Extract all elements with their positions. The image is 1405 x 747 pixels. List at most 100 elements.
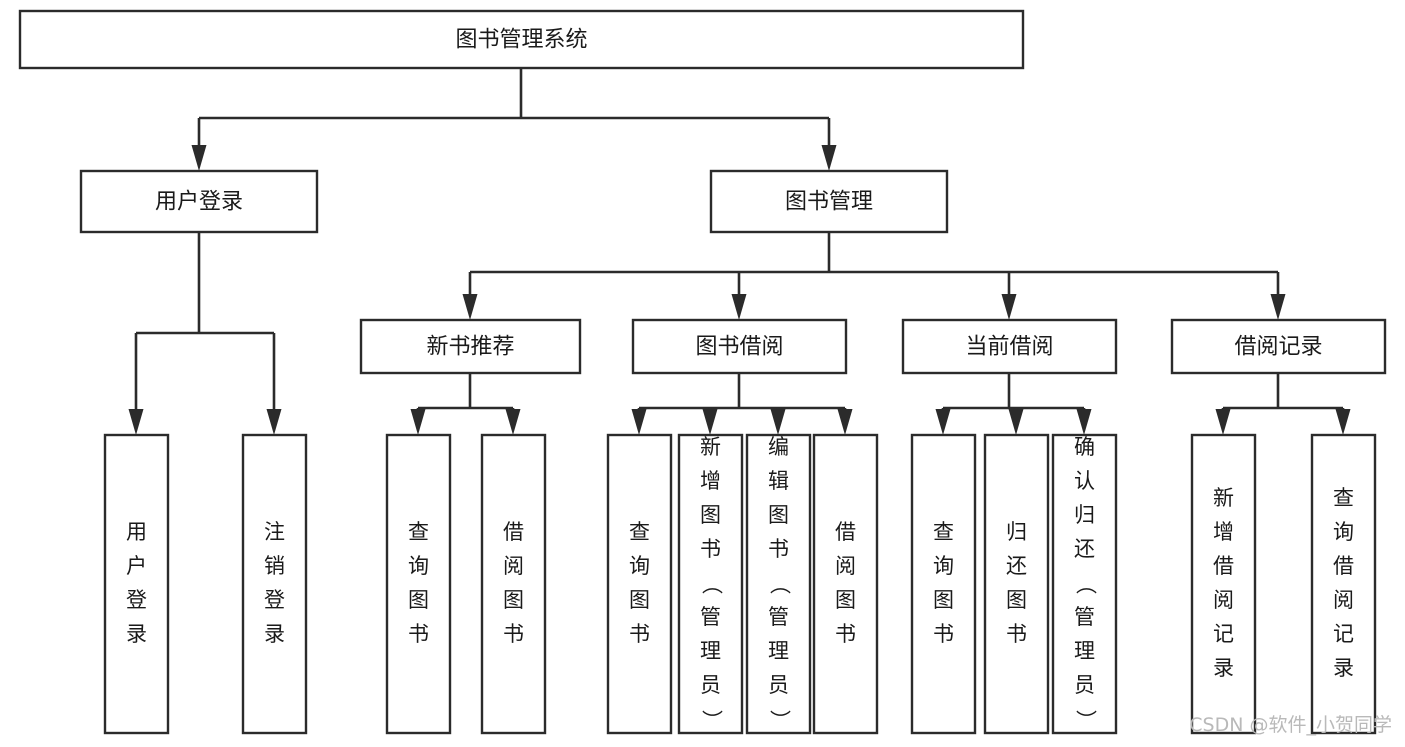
node-box-fn-cur-query-book[interactable]: [910, 433, 977, 735]
arrow-head-icon: [1215, 409, 1231, 435]
glyph: 借: [835, 520, 856, 544]
arrow-head-icon: [191, 145, 207, 171]
node-box-fn-user-logout[interactable]: [241, 433, 308, 735]
glyph: 图: [1006, 588, 1027, 612]
glyph: 理: [768, 639, 789, 663]
glyph: 书: [768, 537, 789, 561]
glyph: 阅: [503, 554, 524, 578]
glyph: 辑: [768, 469, 789, 493]
node-box-fn-user-login[interactable]: [103, 433, 170, 735]
node-label-new-book-rec: 新书推荐: [426, 335, 514, 360]
glyph: 阅: [835, 554, 856, 578]
arrow-head-icon: [821, 145, 837, 171]
node-box-fn-cur-return-book[interactable]: [983, 433, 1050, 735]
node-box-fn-cur-confirm-return[interactable]: [1051, 433, 1118, 735]
glyph: 归: [1074, 503, 1095, 527]
node-box-fn-rec-query-book[interactable]: [385, 433, 452, 735]
glyph: 录: [126, 622, 147, 646]
arrow-head-icon: [1270, 294, 1286, 320]
glyph: 员: [1074, 673, 1095, 697]
arrow-head-icon: [631, 409, 647, 435]
glyph: 图: [933, 588, 954, 612]
glyph: 员: [700, 673, 721, 697]
watermark-layer: CSDN @软件_小贺同学: [1189, 714, 1392, 736]
glyph: 记: [1333, 622, 1354, 646]
node-book-manage[interactable]: 图书管理: [709, 169, 949, 234]
node-box-fn-rec-borrow-book[interactable]: [480, 433, 547, 735]
node-user-login[interactable]: 用户登录: [79, 169, 319, 234]
connector-conn-borrowrecord-to-fns: [1215, 373, 1351, 435]
node-fn-user-login[interactable]: 用户登录: [103, 433, 170, 735]
node-book-borrow[interactable]: 图书借阅: [631, 318, 848, 375]
glyph: 书: [835, 622, 856, 646]
arrow-head-icon: [1335, 409, 1351, 435]
glyph: 销: [264, 554, 285, 578]
node-box-book-borrow[interactable]: [631, 318, 848, 375]
arrow-head-icon: [462, 294, 478, 320]
node-box-current-borrow[interactable]: [901, 318, 1118, 375]
arrow-head-icon: [1001, 294, 1017, 320]
node-box-fn-rec-query-record[interactable]: [1310, 433, 1377, 735]
node-borrow-record[interactable]: 借阅记录: [1170, 318, 1387, 375]
arrow-head-icon: [702, 409, 718, 435]
connector-conn-newbookrec-to-fns: [410, 373, 521, 435]
glyph: 管: [700, 605, 721, 629]
node-box-user-login[interactable]: [79, 169, 319, 234]
glyph: 录: [1213, 656, 1234, 680]
node-label-user-login: 用户登录: [155, 190, 243, 215]
node-new-book-rec[interactable]: 新书推荐: [359, 318, 582, 375]
connector-conn-bookborrow-to-fns: [631, 373, 853, 435]
node-label-fn-user-login: 用户登录: [126, 520, 147, 646]
glyph: 查: [1333, 486, 1354, 510]
node-box-fn-rec-add-record[interactable]: [1190, 433, 1257, 735]
arrow-head-icon: [731, 294, 747, 320]
csdn-watermark: CSDN @软件_小贺同学: [1189, 714, 1392, 736]
glyph: 增: [1213, 520, 1234, 544]
node-box-fn-borrow-edit-book[interactable]: [745, 433, 812, 735]
node-box-new-book-rec[interactable]: [359, 318, 582, 375]
glyph: 询: [408, 554, 429, 578]
glyph: 员: [768, 673, 789, 697]
node-box-borrow-record[interactable]: [1170, 318, 1387, 375]
arrow-head-icon: [935, 409, 951, 435]
node-box-fn-borrow-add-book[interactable]: [677, 433, 744, 735]
node-box-root[interactable]: [18, 9, 1025, 70]
node-current-borrow[interactable]: 当前借阅: [901, 318, 1118, 375]
node-box-fn-borrow-query-book[interactable]: [606, 433, 673, 735]
node-box-fn-borrow-borrow-book[interactable]: [812, 433, 879, 735]
node-root[interactable]: 图书管理系统: [18, 9, 1025, 70]
glyph: 借: [1333, 554, 1354, 578]
glyph: （: [1074, 574, 1098, 595]
glyph: 归: [1006, 520, 1027, 544]
glyph: ）: [768, 710, 792, 731]
node-label-borrow-record: 借阅记录: [1234, 335, 1322, 360]
glyph: 理: [700, 639, 721, 663]
glyph: 图: [503, 588, 524, 612]
glyph: 查: [408, 520, 429, 544]
glyph: 书: [1006, 622, 1027, 646]
connector-conn-root-to-modules: [191, 68, 837, 171]
glyph: 还: [1006, 554, 1027, 578]
glyph: 认: [1074, 469, 1095, 493]
node-box-book-manage[interactable]: [709, 169, 949, 234]
